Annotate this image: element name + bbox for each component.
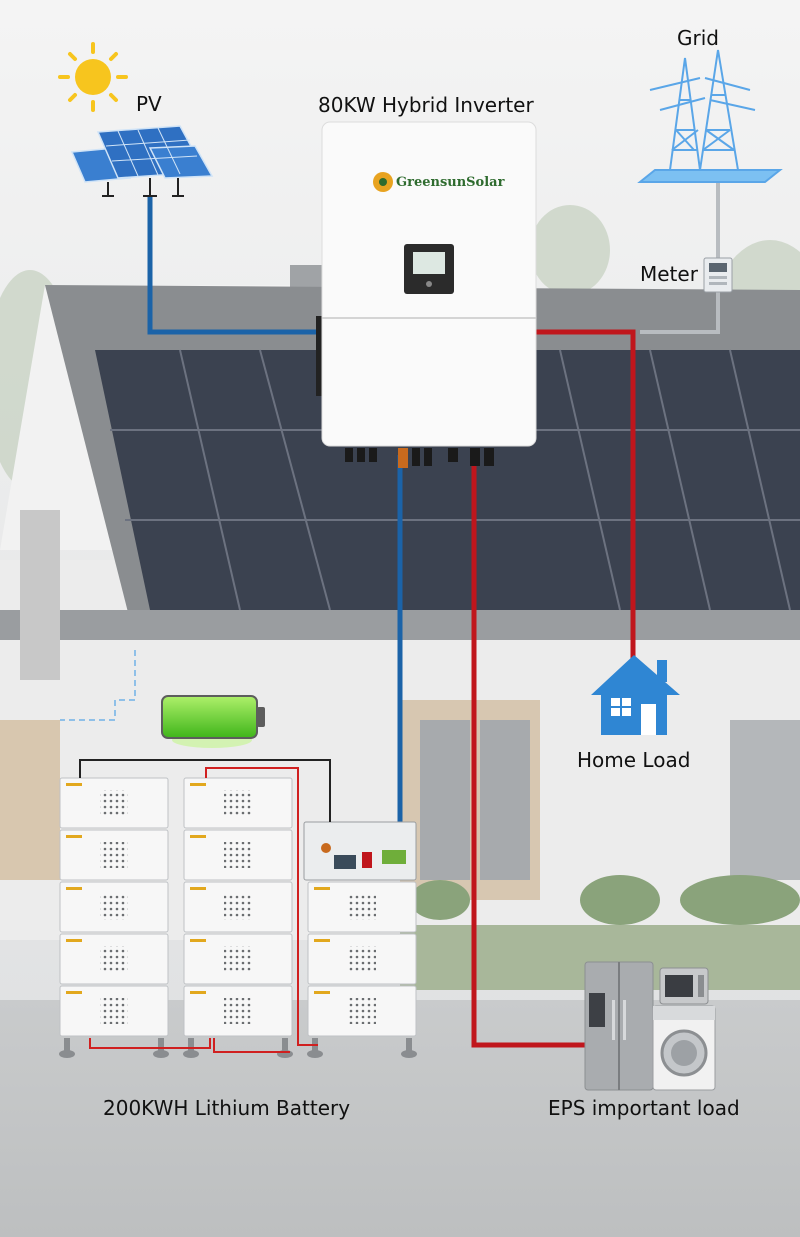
greensunsolar-logo-icon <box>373 172 393 192</box>
meter-label: Meter <box>640 262 698 286</box>
hybrid-inverter <box>316 121 537 468</box>
inverter-label: 80KW Hybrid Inverter <box>318 93 534 117</box>
inverter-brand: GreensunSolar <box>396 175 505 190</box>
sun-icon <box>58 42 128 112</box>
grid-ac-line <box>530 329 636 660</box>
eps-ac-line <box>471 455 590 1048</box>
home-load-label: Home Load <box>577 748 691 772</box>
home-icon <box>591 655 680 735</box>
battery-stack <box>307 881 417 1058</box>
grid-meter-line <box>640 182 720 334</box>
pv-dc-line <box>147 195 330 335</box>
battery-control-box <box>303 821 417 881</box>
meter-icon <box>703 257 733 293</box>
battery-stack <box>59 777 169 1058</box>
battery-stacks <box>59 759 417 1058</box>
battery-charge-icon <box>161 695 265 748</box>
washing-machine-icon <box>652 1005 716 1091</box>
battery-wiring <box>79 759 331 1053</box>
battery-label: 200KWH Lithium Battery <box>103 1096 351 1120</box>
solar-panel-icon <box>70 125 214 197</box>
refrigerator-icon <box>584 961 654 1091</box>
grid-label: Grid <box>677 26 719 50</box>
battery-stack <box>183 777 293 1058</box>
power-tower-icon <box>637 49 783 183</box>
eps-load-label: EPS important load <box>548 1096 740 1120</box>
microwave-icon <box>659 967 709 1005</box>
pv-label: PV <box>136 92 162 116</box>
connection-lines <box>147 182 720 1048</box>
